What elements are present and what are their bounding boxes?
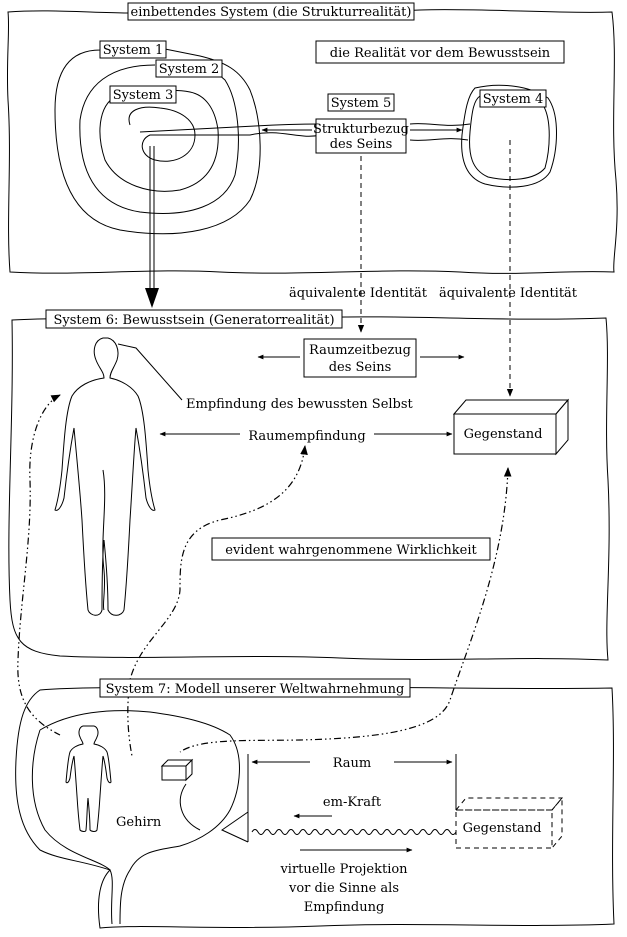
projektion-line-2: vor die Sinne als xyxy=(288,881,399,896)
system-3-inner-spiral xyxy=(128,106,321,162)
human-figure xyxy=(54,337,156,616)
system-7-label: System 7: Modell unserer Weltwahrnehmung xyxy=(106,682,405,697)
system-2-box xyxy=(155,59,223,78)
dashdot-center-curve xyxy=(127,445,308,757)
system-7-box xyxy=(99,678,411,698)
system-1-outline xyxy=(54,47,261,235)
gegenstand-box-3d xyxy=(452,398,570,456)
consciousness-arrow-head xyxy=(145,288,159,308)
system-5-label: System 5 xyxy=(331,96,392,111)
top-title-box xyxy=(127,2,415,21)
brain-object-box xyxy=(160,758,194,782)
raumzeit-box xyxy=(303,338,417,378)
reality-before-box xyxy=(315,40,565,64)
dashdot-left-loop xyxy=(17,394,61,736)
figure-center-line xyxy=(102,469,106,611)
aeq-identity-left: äquivalente Identität xyxy=(289,286,428,301)
sense-organ xyxy=(220,811,249,843)
evident-label: evident wahrgenommene Wirklichkeit xyxy=(225,543,477,558)
system-3-box xyxy=(109,85,177,104)
gegenstand-label-1: Gegenstand xyxy=(464,427,543,442)
evident-box xyxy=(211,537,491,561)
empfindung-selbst-label: Empfindung des bewussten Selbst xyxy=(186,397,414,412)
small-human-figure xyxy=(65,725,112,832)
system-5-box xyxy=(327,93,395,112)
system-6-label: System 6: Bewusstsein (Generatorrealität… xyxy=(53,313,334,328)
gehirn-label: Gehirn xyxy=(116,815,162,830)
strukturbezug-line-2: des Seins xyxy=(330,137,393,152)
brain-outline xyxy=(31,710,240,925)
system-6-outline xyxy=(8,316,610,661)
gegenstand-virtual-box xyxy=(454,796,564,850)
brain-nerve xyxy=(179,783,201,831)
strukturbezug-line-1: Strukturbezug xyxy=(313,122,409,137)
strukturbezug-box xyxy=(315,118,407,154)
system-3-outline xyxy=(99,89,219,192)
top-title: einbettendes System (die Strukturrealitä… xyxy=(131,5,412,20)
reality-before-label: die Realität vor dem Bewusstsein xyxy=(330,46,551,61)
system-1-label: System 1 xyxy=(103,43,164,58)
aeq-identity-right: äquivalente Identität xyxy=(439,286,578,301)
projektion-line-1: virtuelle Projektion xyxy=(279,862,408,877)
raumzeit-line-1: Raumzeitbezug xyxy=(309,343,411,358)
em-wave xyxy=(251,829,457,835)
self-pointer xyxy=(117,343,183,401)
system-1-box xyxy=(99,40,167,59)
link-channel-top xyxy=(139,123,321,133)
system-6-box xyxy=(45,309,343,329)
raumzeit-line-2: des Seins xyxy=(329,360,392,375)
system-3-label: System 3 xyxy=(113,88,174,103)
gegenstand-label-2: Gegenstand xyxy=(463,821,542,836)
raumempfindung-label: Raumempfindung xyxy=(248,429,365,444)
raum-label: Raum xyxy=(333,756,372,771)
system-2-label: System 2 xyxy=(159,62,220,77)
projektion-line-3: Empfindung xyxy=(304,900,385,915)
dashdot-right-curve xyxy=(179,467,512,753)
system-4-label: System 4 xyxy=(483,92,544,107)
system-2-outline xyxy=(79,64,239,214)
emkraft-label: em-Kraft xyxy=(323,795,382,810)
system-4-box xyxy=(479,89,547,108)
link-channel-to-sys4 xyxy=(409,123,471,141)
